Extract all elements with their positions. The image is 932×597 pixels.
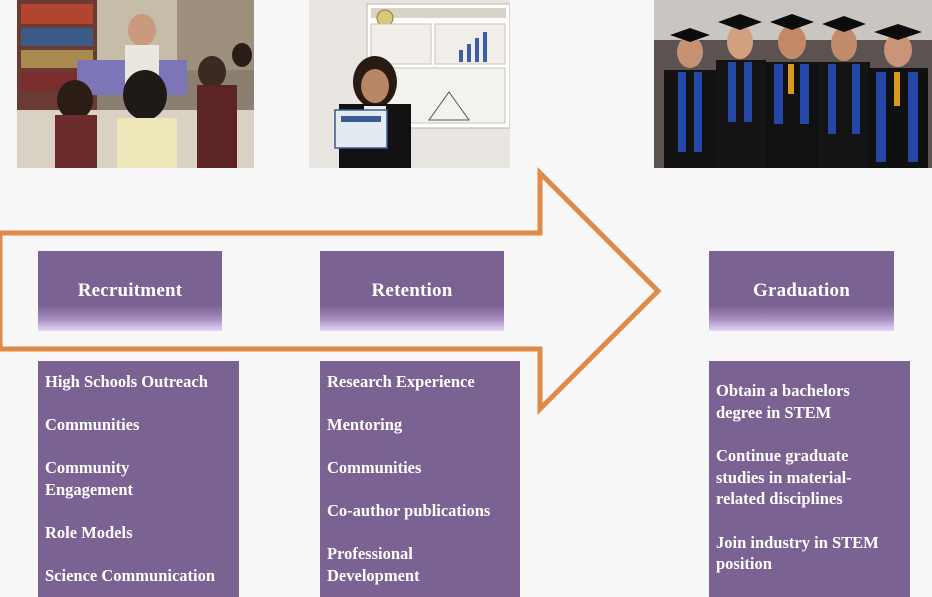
- list-item: Mentoring: [327, 414, 514, 436]
- list-item: Community Engagement: [45, 457, 165, 500]
- recruitment-header: Recruitment: [38, 251, 222, 331]
- list-item: Obtain a bachelors degree in STEM: [716, 380, 866, 423]
- list-item: Continue graduate studies in material-re…: [716, 445, 876, 510]
- graduation-header: Graduation: [709, 251, 894, 331]
- list-item: Research Experience: [327, 371, 514, 393]
- list-item: High Schools Outreach: [45, 371, 233, 393]
- recruitment-list: High Schools Outreach Communities Commun…: [38, 361, 239, 597]
- list-item: Co-author publications: [327, 500, 514, 522]
- retention-title: Retention: [372, 280, 453, 302]
- list-item: Science Communication: [45, 565, 233, 587]
- list-item: Communities: [327, 457, 514, 479]
- retention-list: Research Experience Mentoring Communitie…: [320, 361, 520, 597]
- list-item: Role Models: [45, 522, 233, 544]
- list-item: Communities: [45, 414, 233, 436]
- recruitment-title: Recruitment: [78, 280, 183, 302]
- list-item: Join industry in STEM position: [716, 532, 904, 575]
- graduation-title: Graduation: [753, 280, 850, 302]
- graduation-list: Obtain a bachelors degree in STEM Contin…: [709, 361, 910, 597]
- list-item: Professional Development: [327, 543, 437, 586]
- retention-header: Retention: [320, 251, 504, 331]
